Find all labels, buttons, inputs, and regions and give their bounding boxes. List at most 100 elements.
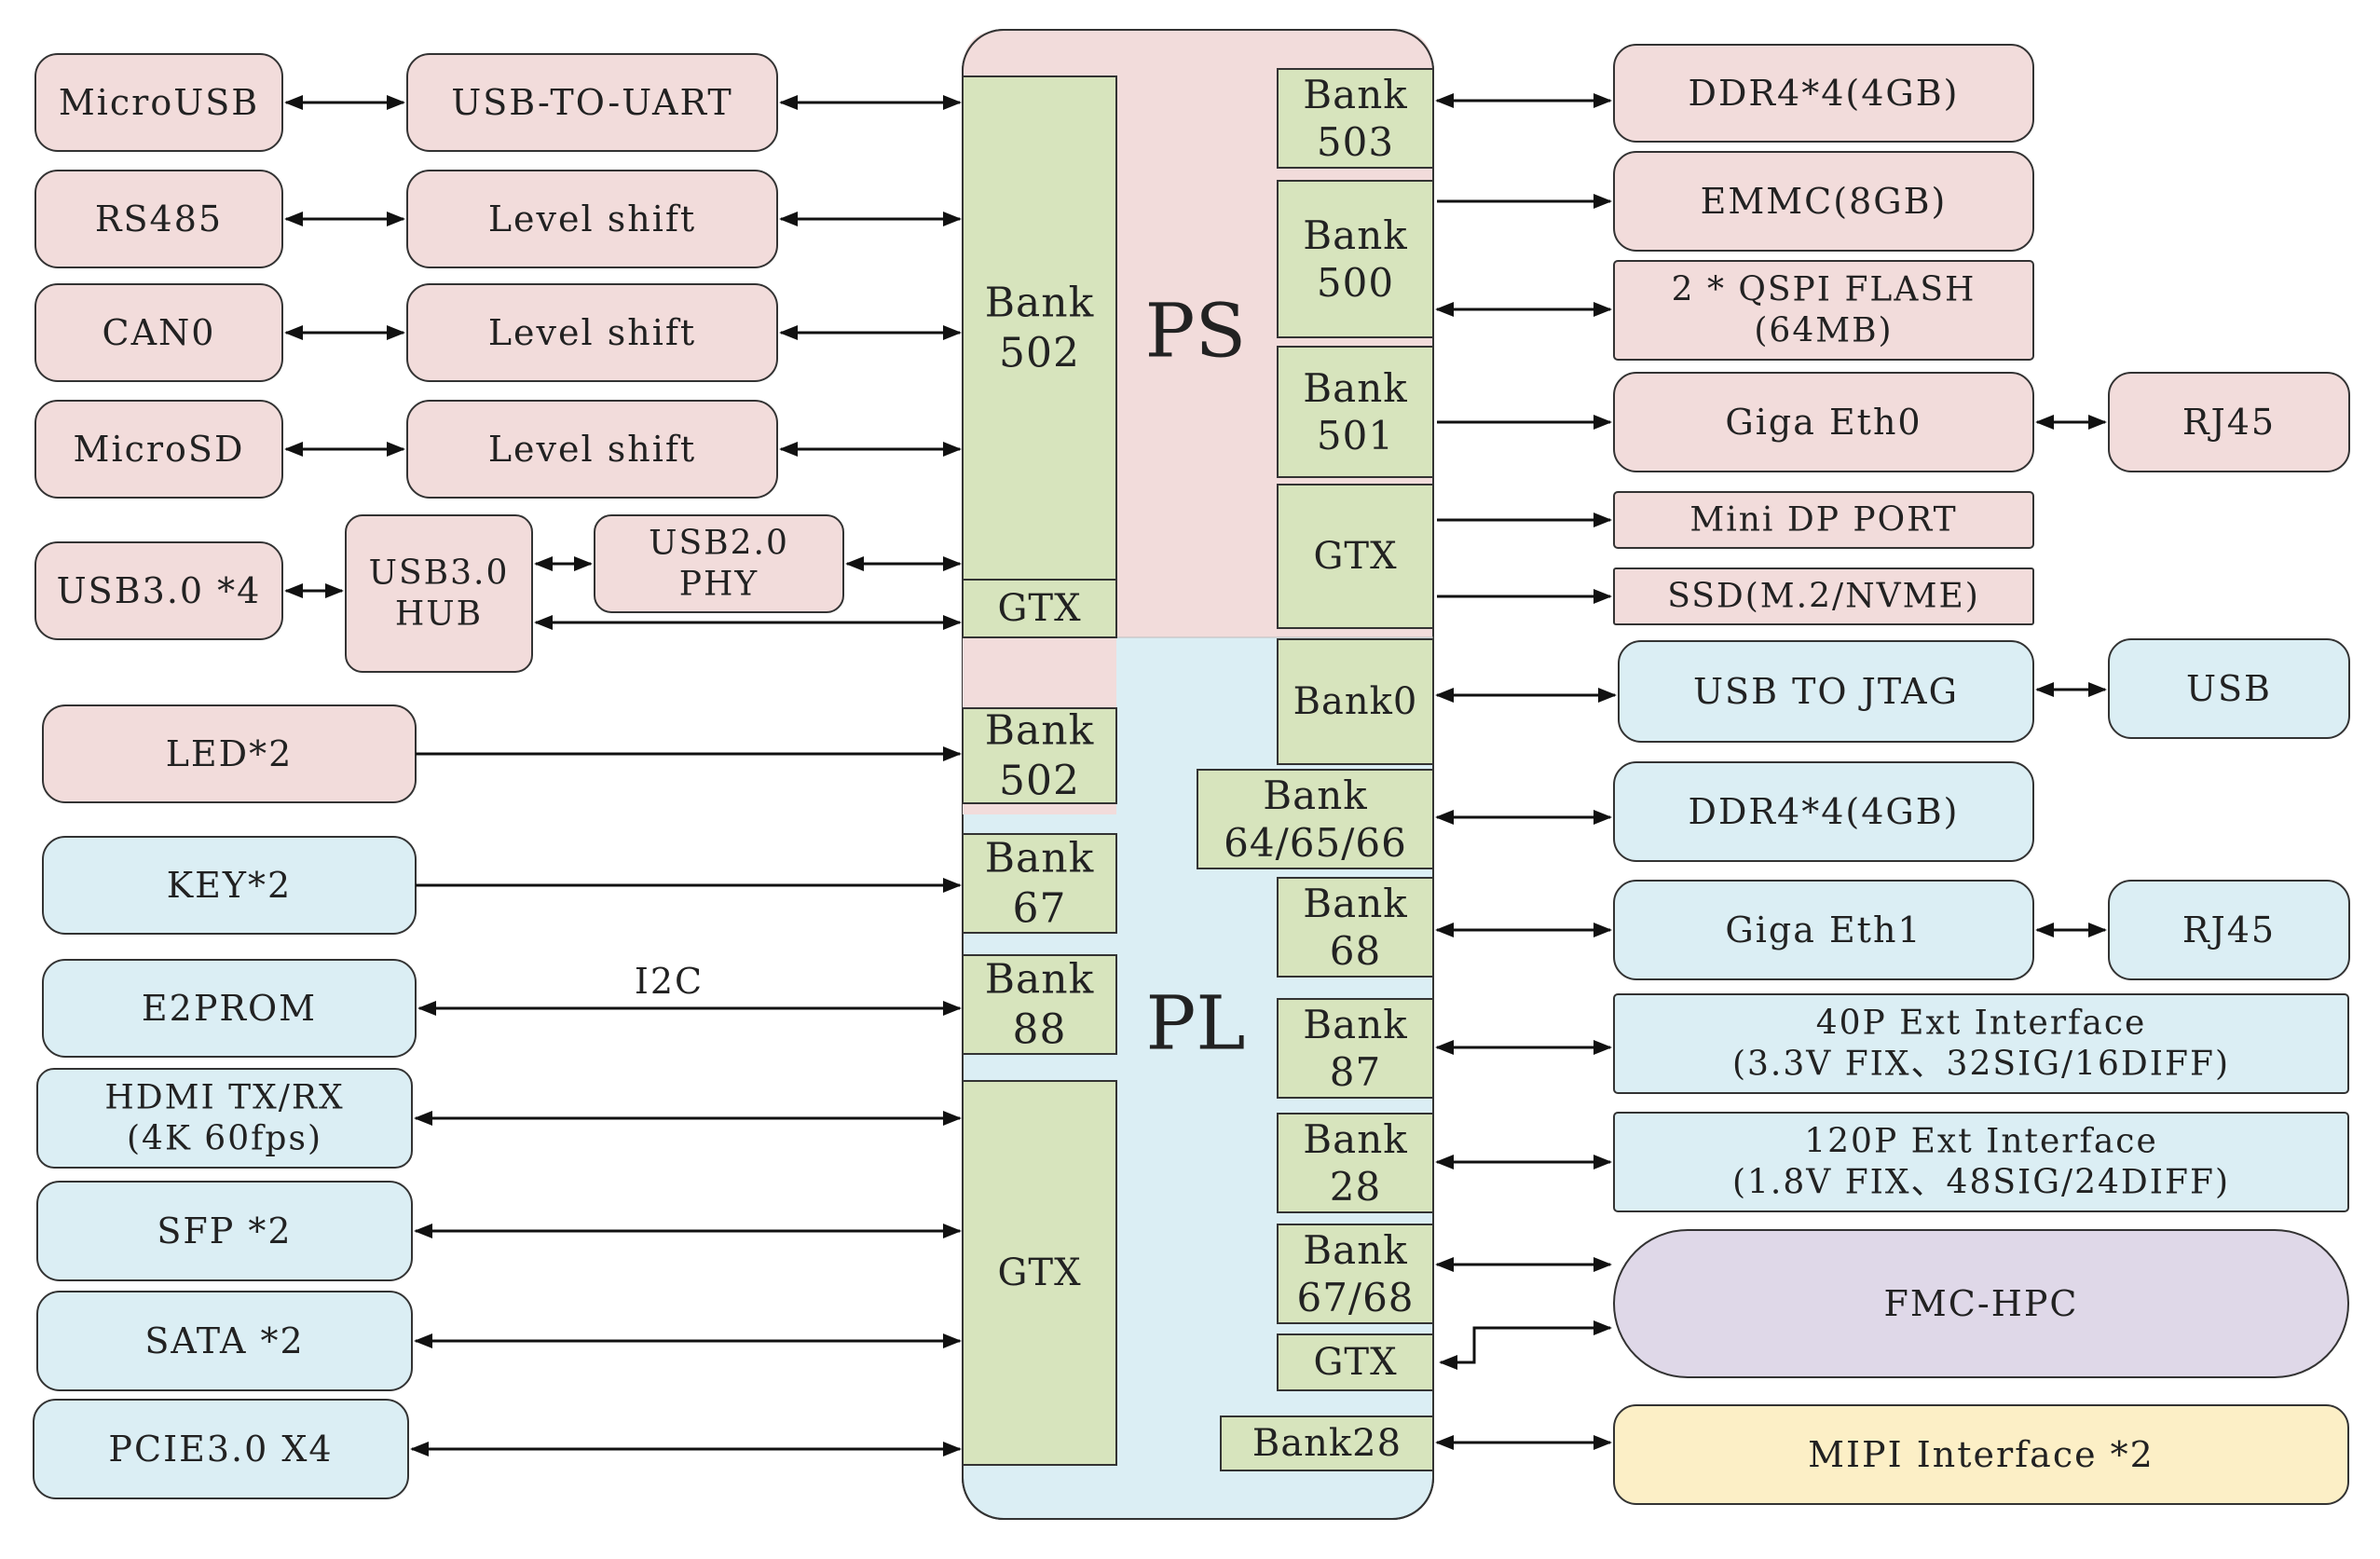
qspi-flash-box-shape <box>1613 260 2034 361</box>
usb20-phy-box-shape <box>594 514 844 613</box>
rj45-0-box: RJ45 <box>2108 372 2350 472</box>
emmc-box-shape <box>1613 151 2034 252</box>
bank-0-label: Bank0 <box>1293 680 1418 723</box>
level-shift-1-box: Level shift <box>406 170 778 268</box>
bank-67-68-label-line-2: 67/68 <box>1296 1275 1414 1320</box>
led-box-label: LED*2 <box>166 733 294 774</box>
ddr4-pl-box-shape <box>1613 761 2034 862</box>
bank-88-shape <box>962 954 1117 1055</box>
mipi-box-label: MIPI Interface *2 <box>1808 1434 2154 1475</box>
bank-503-shape <box>1277 68 1434 169</box>
hdmi-box-shape <box>36 1068 413 1169</box>
sata-box-shape <box>36 1291 413 1391</box>
usb30-hub-box-label-line-1: USB3.0 <box>369 554 510 593</box>
bank-28-shape <box>1277 1113 1434 1213</box>
giga-eth0-box-shape <box>1613 372 2034 472</box>
bank-500-label-line-2: 500 <box>1317 260 1394 306</box>
usb30-hub-box-shape <box>345 514 533 673</box>
bank-503-label-line-2: 503 <box>1317 119 1394 165</box>
bank-0-shape <box>1277 638 1434 765</box>
bank-28-label-line-2: 28 <box>1330 1164 1381 1210</box>
ddr4-ps-box-shape <box>1613 44 2034 143</box>
usb-to-uart-box: USB-TO-UART <box>406 53 778 152</box>
ddr4-pl-box-label: DDR4*4(4GB) <box>1688 791 1959 832</box>
sata-box: SATA *2 <box>36 1291 413 1391</box>
e2prom-box-shape <box>42 959 417 1058</box>
pcie-box-shape <box>33 1399 409 1499</box>
ext-40p-box-label-line-2: (3.3V FIX、32SIG/16DIFF) <box>1732 1045 2230 1083</box>
sfp-box: SFP *2 <box>36 1181 413 1281</box>
bank-68-label-line-2: 68 <box>1330 928 1381 974</box>
usb30-x4-box-label: USB3.0 *4 <box>57 570 262 611</box>
level-shift-1-box-shape <box>406 170 778 268</box>
ext-120p-box-label-line-2: (1.8V FIX、48SIG/24DIFF) <box>1732 1163 2230 1201</box>
microsd-box-shape <box>34 400 283 499</box>
usb20-phy-box-label-line-2: PHY <box>679 565 759 603</box>
mini-dp-box: Mini DP PORT <box>1613 491 2034 549</box>
usb30-x4-box: USB3.0 *4 <box>34 541 283 640</box>
usb-to-uart-box-label: USB-TO-UART <box>451 82 733 123</box>
sfp-box-label: SFP *2 <box>157 1210 292 1251</box>
usb-to-jtag-box-label: USB TO JTAG <box>1693 671 1959 712</box>
ddr4-pl-box: DDR4*4(4GB) <box>1613 761 2034 862</box>
usb-box-shape <box>2108 638 2350 739</box>
bank-87-label-line-1: Bank <box>1303 1002 1407 1047</box>
giga-eth1-box-shape <box>1613 880 2034 980</box>
usb-box-label: USB <box>2186 668 2272 709</box>
level-shift-2-box: Level shift <box>406 283 778 382</box>
ext-120p-box-label-line-1: 120P Ext Interface <box>1804 1123 2158 1161</box>
ext-40p-box-label-line-1: 40P Ext Interface <box>1816 1005 2147 1043</box>
hdmi-box-label-line-2: (4K 60fps) <box>127 1119 322 1157</box>
can0-box: CAN0 <box>34 283 283 382</box>
pcie-box-label: PCIE3.0 X4 <box>108 1429 333 1470</box>
gtx-pl-left-shape <box>962 1080 1117 1466</box>
bank-502-bottom-label-line-1: Bank <box>985 707 1095 755</box>
level-shift-3-box-shape <box>406 400 778 499</box>
giga-eth1-box-label: Giga Eth1 <box>1725 909 1922 950</box>
gtx-ps-left-label: GTX <box>997 587 1081 630</box>
ssd-box-shape <box>1613 568 2034 625</box>
sata-box-label: SATA *2 <box>144 1320 304 1361</box>
level-shift-1-box-label: Level shift <box>488 198 696 239</box>
gtx-ps-left-shape <box>962 579 1117 638</box>
gtx-ps-right-shape <box>1277 484 1434 629</box>
bank-28-label-line-1: Bank <box>1303 1116 1407 1162</box>
bank-502-top-label-line-2: 502 <box>999 329 1080 376</box>
rj45-1-box: RJ45 <box>2108 880 2350 980</box>
mini-dp-box-shape <box>1613 491 2034 549</box>
bank-501-label-line-1: Bank <box>1303 365 1407 411</box>
qspi-flash-box: 2 * QSPI FLASH(64MB) <box>1613 260 2034 361</box>
bank-500-shape <box>1277 180 1434 338</box>
usb-box: USB <box>2108 638 2350 739</box>
bank-64-65-66-label-line-2: 64/65/66 <box>1224 820 1407 866</box>
bank-501-label-line-2: 501 <box>1317 413 1394 458</box>
bank-88-label-line-1: Bank <box>985 956 1095 1004</box>
fmc-hpc-box-shape <box>1613 1229 2349 1378</box>
bank-67-left-shape <box>962 833 1117 934</box>
bank-502-bottom-shape <box>962 707 1117 804</box>
bank-67-left-label-line-2: 67 <box>1013 884 1067 932</box>
bank-64-65-66-label-line-1: Bank <box>1263 773 1367 818</box>
bank-64-65-66-shape <box>1197 769 1434 869</box>
bank-28-small-label: Bank28 <box>1252 1422 1402 1465</box>
bank-67-left-label-line-1: Bank <box>985 835 1095 882</box>
usb20-phy-box-label-line-1: USB2.0 <box>649 525 789 563</box>
ps-label: PS <box>1145 288 1247 375</box>
bank-500-label-line-1: Bank <box>1303 212 1407 258</box>
rj45-0-box-label: RJ45 <box>2182 402 2276 443</box>
gtx-ps-right-label: GTX <box>1313 535 1397 578</box>
gtx-ps-left: GTX <box>962 579 1117 638</box>
bank-68-shape <box>1277 877 1434 978</box>
ddr4-ps-box: DDR4*4(4GB) <box>1613 44 2034 143</box>
ssd-box-label: SSD(M.2/NVME) <box>1667 578 1980 616</box>
ssd-box: SSD(M.2/NVME) <box>1613 568 2034 625</box>
